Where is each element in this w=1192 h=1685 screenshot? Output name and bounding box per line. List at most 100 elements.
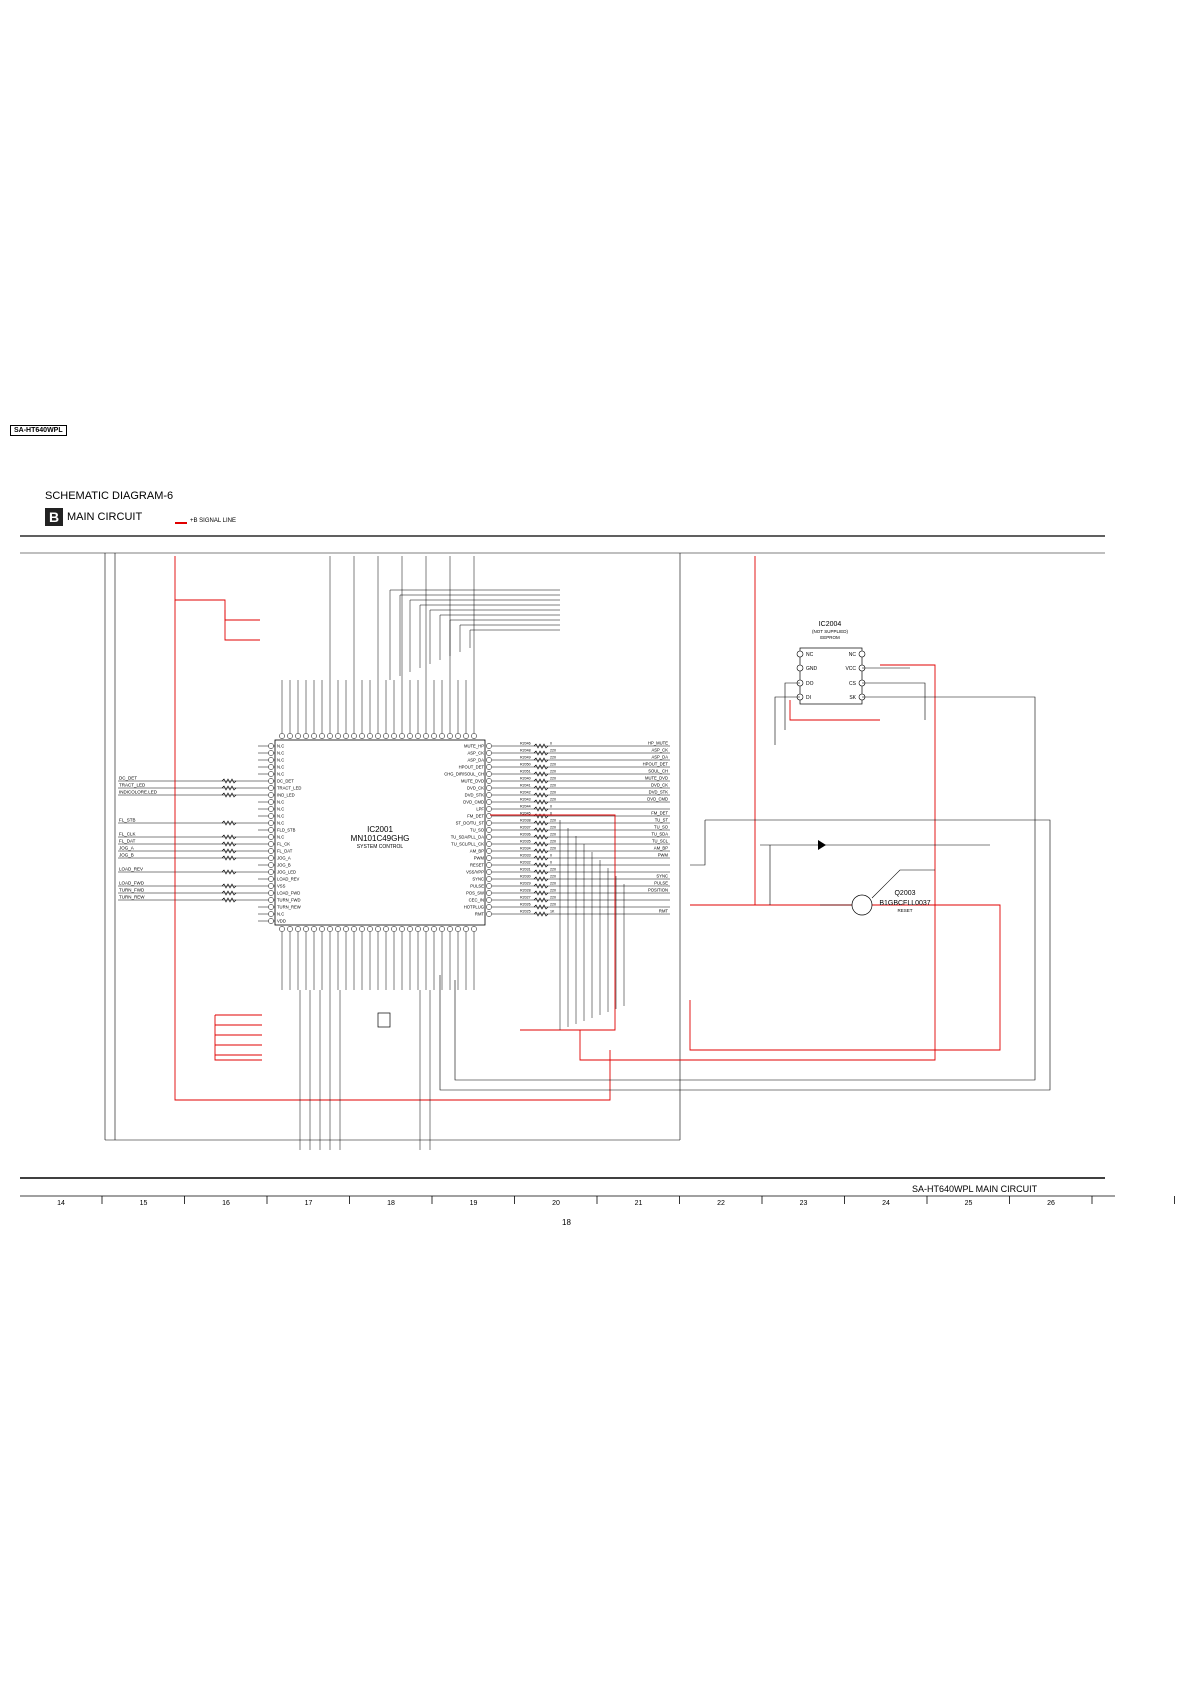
left-pin-label: FL_DAT bbox=[277, 849, 293, 854]
pin-marker bbox=[295, 733, 301, 739]
resistor-ref: R2031 bbox=[520, 868, 531, 872]
right-pin-label: TU_SO bbox=[470, 828, 485, 833]
pin-marker bbox=[486, 750, 492, 756]
right-pin-label: TU_SCL/PLL_CK bbox=[451, 842, 484, 847]
resistor-ref: R2041 bbox=[520, 784, 531, 788]
left-pin-label: FL_CK bbox=[277, 842, 290, 847]
resistor-ref: R2044 bbox=[520, 805, 531, 809]
pin-marker bbox=[455, 733, 461, 739]
ic2001-body bbox=[274, 739, 486, 926]
pin-marker bbox=[319, 733, 325, 739]
left-pin-label: TURN_FWD bbox=[277, 898, 301, 903]
pin-marker bbox=[268, 834, 274, 840]
resistor-value: 1K bbox=[550, 910, 555, 914]
right-signal-name: ASP_CK bbox=[651, 748, 668, 753]
pin-marker bbox=[268, 855, 274, 861]
grid-column-label: 17 bbox=[305, 1200, 313, 1207]
pin-marker bbox=[399, 733, 405, 739]
resistor-value: 220 bbox=[550, 833, 556, 837]
pin-marker bbox=[279, 733, 285, 739]
ic2001-top-pins bbox=[279, 680, 477, 739]
left-signal-lines: DC_DETTRACT_LEDINDICOLORE.LEDFL_STBFL_CL… bbox=[118, 776, 258, 903]
right-pin-label: ASP_DA bbox=[467, 758, 484, 763]
pin-marker bbox=[455, 926, 461, 932]
pin-marker bbox=[268, 785, 274, 791]
left-signal-name: LOAD_REV bbox=[119, 867, 143, 872]
left-pin-label: N.C bbox=[277, 800, 284, 805]
pin-marker bbox=[415, 926, 421, 932]
pin-marker bbox=[486, 764, 492, 770]
pin-marker bbox=[486, 911, 492, 917]
pin-marker bbox=[287, 733, 293, 739]
pin-marker bbox=[343, 733, 349, 739]
resistor-ref: R2046 bbox=[520, 742, 531, 746]
pin-marker bbox=[407, 733, 413, 739]
right-signal-name: TU_SDA bbox=[651, 832, 668, 837]
pin-marker bbox=[447, 926, 453, 932]
pin-marker bbox=[268, 862, 274, 868]
right-pin-label: HOTPLUG bbox=[464, 905, 484, 910]
pin-marker bbox=[471, 926, 477, 932]
pin-marker bbox=[268, 743, 274, 749]
ic2001-ref: IC2001 bbox=[367, 825, 393, 834]
right-signal-name: SYNC bbox=[656, 874, 668, 879]
right-signal-name: DVD_CMD bbox=[647, 797, 668, 802]
left-signal-name: FL_CLK bbox=[119, 832, 136, 837]
pin-marker bbox=[268, 869, 274, 875]
pin-marker bbox=[796, 650, 804, 658]
resistor-value: 220 bbox=[550, 777, 556, 781]
pin-marker bbox=[399, 926, 405, 932]
resistor-symbol bbox=[221, 841, 237, 847]
pin-marker bbox=[383, 733, 389, 739]
right-signal-name: SOUL_CH bbox=[648, 769, 668, 774]
pin-marker bbox=[486, 813, 492, 819]
pin-marker bbox=[359, 926, 365, 932]
pin-marker bbox=[279, 926, 285, 932]
resistor-symbol bbox=[221, 883, 237, 889]
pin-marker bbox=[295, 926, 301, 932]
right-pin-label: ST_DO/TU_ST bbox=[456, 821, 485, 826]
pin-marker bbox=[311, 926, 317, 932]
left-pin-label: N.C bbox=[277, 758, 284, 763]
resistor-ref: R2034 bbox=[520, 847, 531, 851]
resistor-ref: R2033 bbox=[520, 854, 531, 858]
pin-marker bbox=[486, 904, 492, 910]
right-pin-label: MUTE_DVD bbox=[461, 779, 484, 784]
section-name: MAIN CIRCUIT bbox=[67, 511, 143, 523]
resistor-symbol bbox=[533, 771, 549, 777]
left-pin-label: FLD_STB bbox=[277, 828, 296, 833]
resistor-ref: R2028 bbox=[520, 889, 531, 893]
pin-marker bbox=[796, 664, 804, 672]
ic2001-function: SYSTEM CONTROL bbox=[357, 844, 404, 850]
right-signal-name: TU_SCL bbox=[652, 839, 669, 844]
pin-marker bbox=[268, 771, 274, 777]
pin-marker bbox=[486, 771, 492, 777]
resistor-symbol bbox=[533, 785, 549, 791]
pin-marker bbox=[486, 785, 492, 791]
resistor-symbol bbox=[533, 890, 549, 896]
pin-marker bbox=[268, 799, 274, 805]
resistor-symbol bbox=[533, 757, 549, 763]
right-pin-label: AM_BP bbox=[470, 849, 484, 854]
resistor-ref: R2032 bbox=[520, 861, 531, 865]
resistor-ref: R2049 bbox=[520, 756, 531, 760]
pin-marker bbox=[375, 926, 381, 932]
pin-marker bbox=[367, 926, 373, 932]
resistor-symbol bbox=[533, 792, 549, 798]
pin-marker bbox=[268, 897, 274, 903]
pin-marker bbox=[486, 862, 492, 868]
pin-marker bbox=[391, 733, 397, 739]
ic2001-bottom-pins bbox=[279, 926, 477, 990]
pin-marker bbox=[268, 792, 274, 798]
resistor-value: 220 bbox=[550, 868, 556, 872]
resistor-value: 220 bbox=[550, 763, 556, 767]
left-signal-name: DC_DET bbox=[119, 776, 137, 781]
left-pin-label: N.C bbox=[277, 765, 284, 770]
ic2001-left-pins: N.CN.CN.CN.CN.CDC_DETTRACT_LEDIND_LEDN.C… bbox=[258, 743, 301, 924]
right-signal-name: AM_BP bbox=[654, 846, 668, 851]
resistor-value: 220 bbox=[550, 749, 556, 753]
pin-marker bbox=[391, 926, 397, 932]
